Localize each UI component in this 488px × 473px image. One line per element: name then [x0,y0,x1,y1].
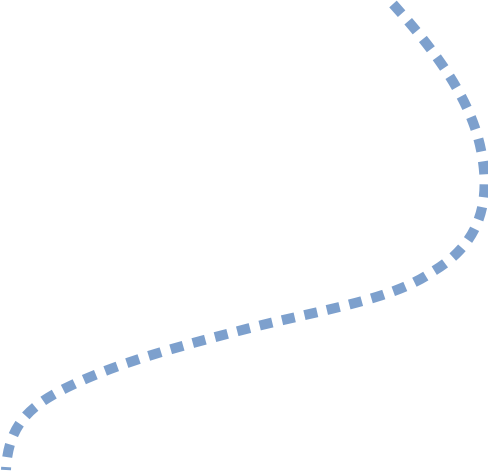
drawing-canvas [1,0,488,471]
dashed-curve-connector[interactable] [1,0,488,471]
connector-svg [1,0,488,471]
